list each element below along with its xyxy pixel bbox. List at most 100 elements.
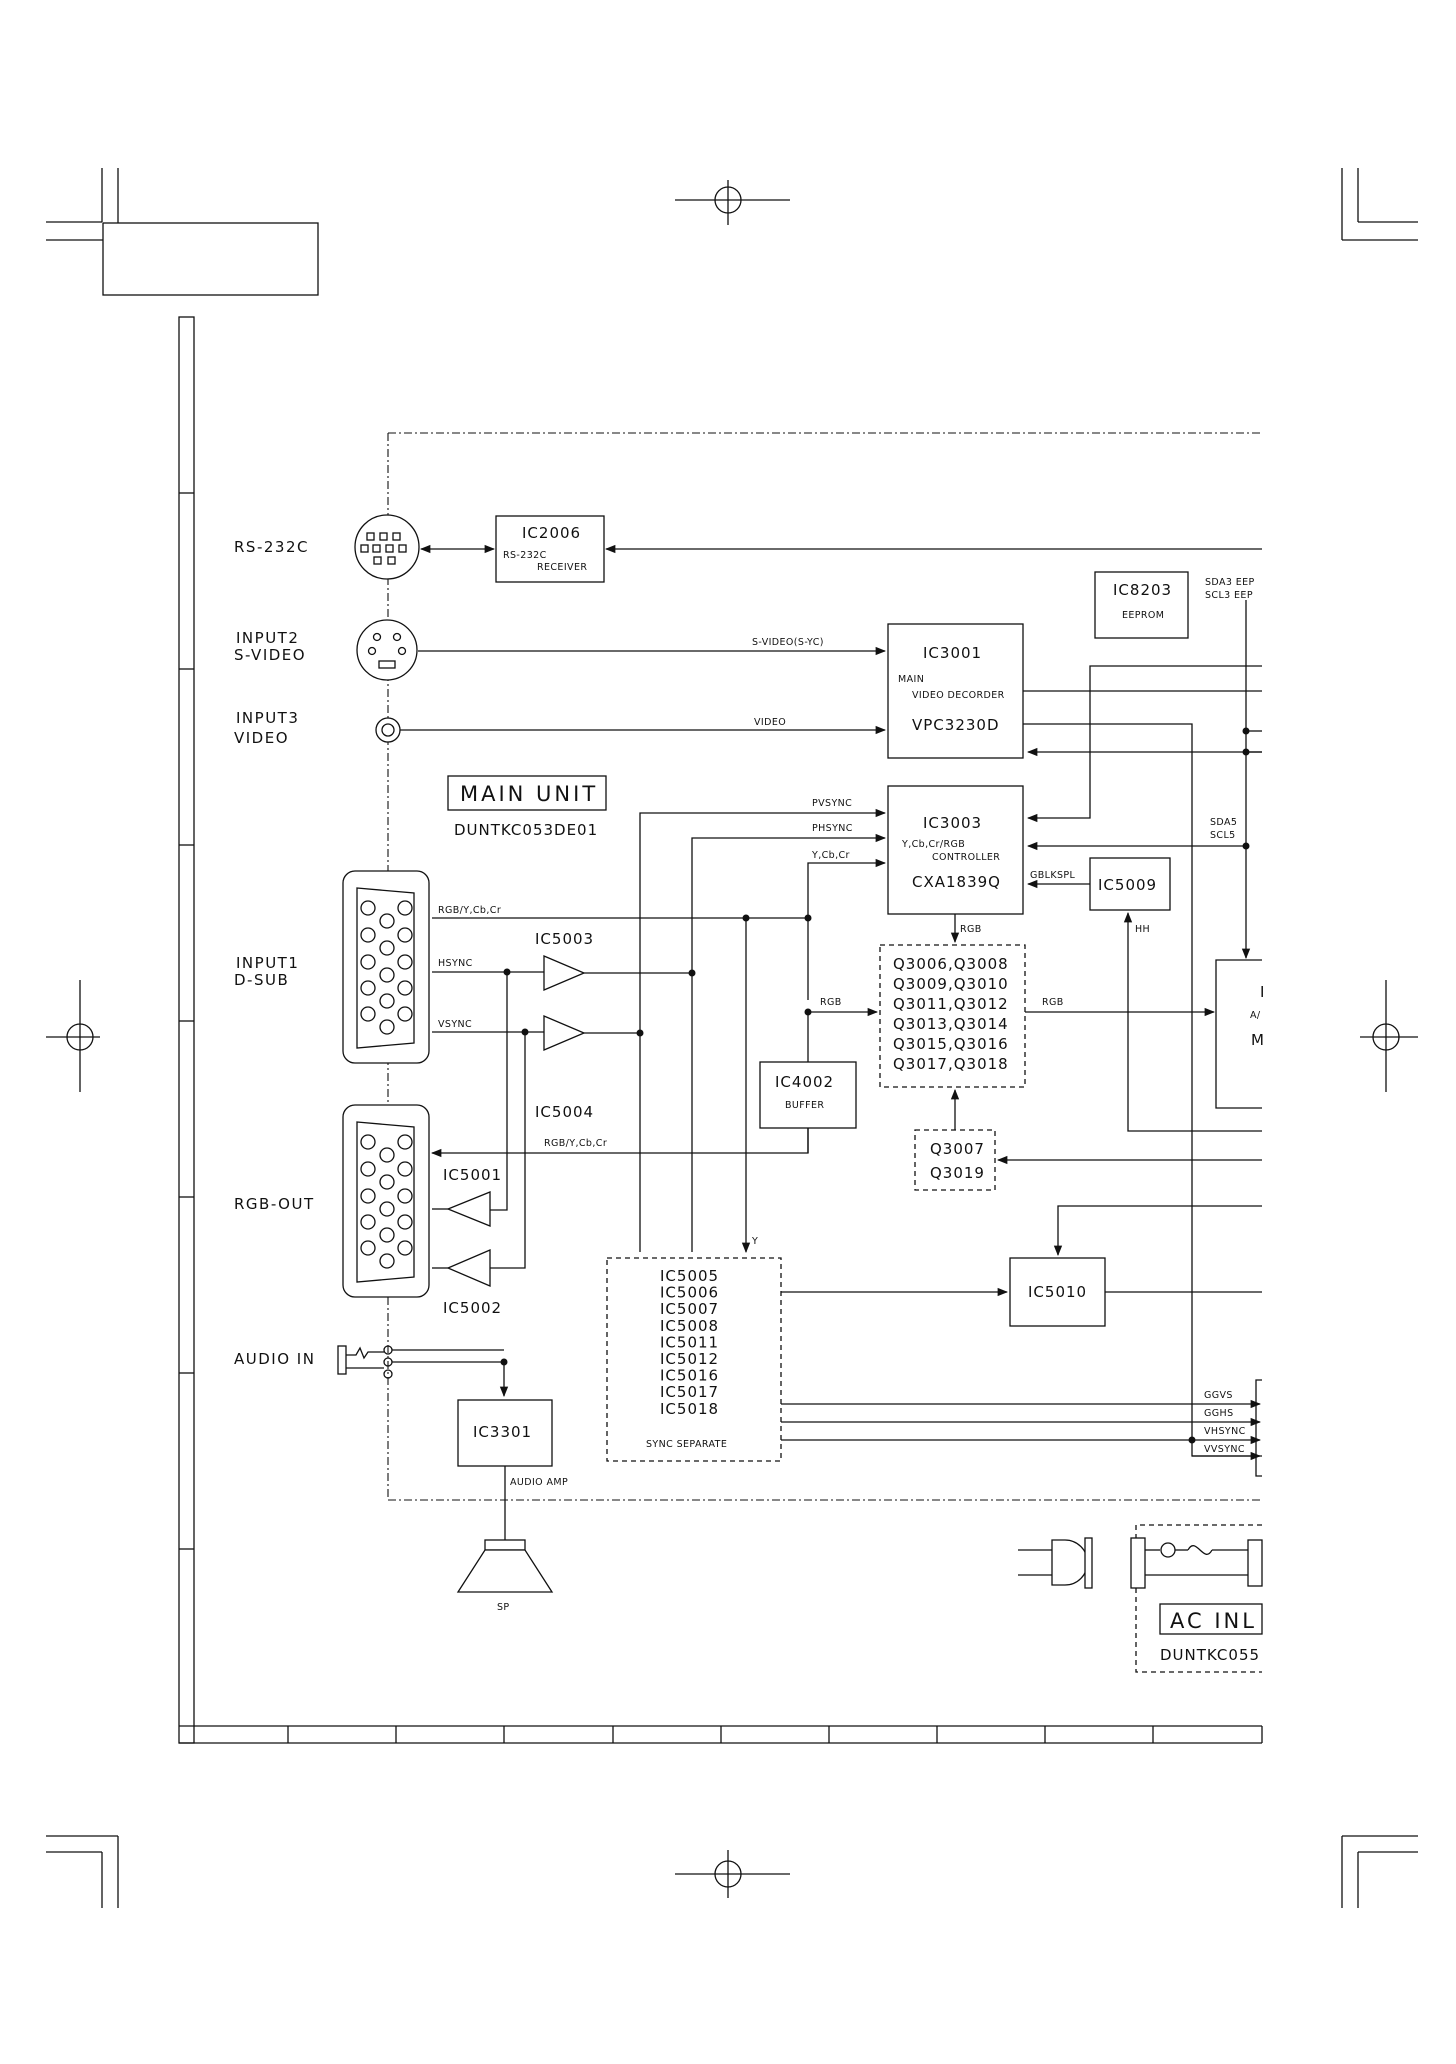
input2-label: INPUT2 — [236, 629, 299, 647]
ac-inlet-title-box — [1159, 1603, 1263, 1635]
q-group-line-0: Q3006,Q3008 — [893, 955, 1009, 973]
sync-group-line-6: IC5016 — [660, 1367, 719, 1385]
scl3-label: SCL3 EEP — [1205, 590, 1253, 601]
phsync-label: PHSYNC — [812, 823, 853, 834]
ic5001-label: IC5001 — [443, 1166, 502, 1184]
rgb-label-1: RGB — [960, 924, 982, 935]
registration-mark-right — [1360, 980, 1418, 1092]
title-box — [102, 222, 319, 296]
audio-jack-icon — [337, 1345, 393, 1379]
q3006-group-block — [879, 944, 1026, 1088]
sync-group-line-8: IC5018 — [660, 1400, 719, 1418]
ic5009-name: IC5009 — [1098, 876, 1157, 894]
ic3001-name: IC3001 — [923, 644, 982, 662]
ic5010-name: IC5010 — [1028, 1283, 1087, 1301]
video-label: VIDEO — [234, 729, 289, 747]
rgb-label-2: RGB — [820, 997, 842, 1008]
q3007-block: Q3007 Q3019 — [914, 1129, 996, 1191]
speaker-icon — [456, 1539, 554, 1593]
partial-right-block: I A/ M — [1215, 959, 1265, 1109]
gghs-label: GGHS — [1204, 1408, 1234, 1419]
sync-group-line-0: IC5005 — [660, 1267, 719, 1285]
ic3001-block: IC3001 MAIN VIDEO DECORDER VPC3230D — [887, 623, 1024, 759]
speaker-label: SP — [497, 1602, 510, 1613]
ic3301-block: IC3301 AUDIO AMP — [457, 1399, 568, 1488]
q-group-line-5: Q3017,Q3018 — [893, 1055, 1009, 1073]
ac-inlet-code: DUNTKC055 — [1160, 1646, 1260, 1664]
registration-mark-bottom — [675, 1850, 790, 1898]
rs232c-label: RS-232C — [234, 538, 309, 556]
partial-block-line1: A/ — [1250, 1010, 1261, 1021]
ic3003-part: CXA1839Q — [912, 873, 1001, 891]
q3007-line1: Q3007 — [930, 1140, 985, 1158]
main-unit-code: DUNTKC053DE01 — [454, 821, 598, 839]
video-rca-connector-icon — [375, 717, 401, 743]
q-group-line-1: Q3009,Q3010 — [893, 975, 1009, 993]
ac-plug-icon — [1018, 1537, 1093, 1589]
vhsync-label: VHSYNC — [1204, 1426, 1246, 1437]
sync-separate-block: SYNC SEPARATE — [606, 1257, 782, 1462]
registration-mark-top — [675, 180, 790, 225]
ic2006-line2: RECEIVER — [537, 562, 587, 573]
ic2006-name: IC2006 — [522, 524, 581, 542]
y-label: Y — [751, 1236, 758, 1247]
d-sub-label: D-SUB — [234, 971, 289, 989]
sync-group-line-7: IC5017 — [660, 1383, 719, 1401]
ic3301-name: IC3301 — [473, 1423, 532, 1441]
ic4002-name: IC4002 — [775, 1073, 834, 1091]
ic8203-line1: EEPROM — [1122, 610, 1164, 621]
ic2006-line1: RS-232C — [503, 550, 547, 561]
vsync-label: VSYNC — [438, 1019, 472, 1030]
sync-group-line-1: IC5006 — [660, 1284, 719, 1302]
ggvs-label: GGVS — [1204, 1390, 1233, 1401]
audio-in-label: AUDIO IN — [234, 1350, 315, 1368]
main-unit-title-box — [447, 775, 607, 811]
ic3001-part: VPC3230D — [912, 716, 1000, 734]
q-group-line-2: Q3011,Q3012 — [893, 995, 1009, 1013]
hh-label: HH — [1135, 924, 1150, 935]
sda3-label: SDA3 EEP — [1205, 577, 1255, 588]
input3-label: INPUT3 — [236, 709, 299, 727]
ic3003-line1: Y,Cb,Cr/RGB — [901, 839, 965, 850]
crop-marks — [46, 168, 1418, 1908]
hsync-label: HSYNC — [438, 958, 473, 969]
sync-group-line-4: IC5011 — [660, 1333, 719, 1351]
partial-block-line2: M — [1251, 1031, 1265, 1049]
ic2006-block: IC2006 RS-232C RECEIVER — [495, 515, 605, 583]
ycbcr-label: Y,Cb,Cr — [811, 850, 850, 861]
s-video-label: S-VIDEO — [234, 646, 306, 664]
partial-block-name: I — [1260, 983, 1265, 1001]
ic8203-name: IC8203 — [1113, 581, 1172, 599]
ac-inlet-unit — [1130, 1524, 1263, 1673]
ic3001-line2: VIDEO DECORDER — [912, 690, 1005, 701]
rs232c-connector-icon — [354, 514, 420, 580]
sync-separate-label: SYNC SEPARATE — [646, 1439, 727, 1450]
ic5009-block: IC5009 — [1089, 857, 1171, 911]
ic3301-line1: AUDIO AMP — [510, 1477, 568, 1488]
video-signal-label: VIDEO — [754, 717, 786, 728]
registration-mark-left — [46, 980, 100, 1092]
rgb-out-label: RGB-OUT — [234, 1195, 315, 1213]
sync-group-lines: IC5005IC5006IC5007IC5008IC5011IC5012IC50… — [660, 1267, 719, 1418]
ic5004-label: IC5004 — [535, 1103, 594, 1121]
sync-group-line-2: IC5007 — [660, 1300, 719, 1318]
q-group-line-4: Q3015,Q3016 — [893, 1035, 1009, 1053]
q-group-line-3: Q3013,Q3014 — [893, 1015, 1009, 1033]
sheet-frame — [178, 316, 1263, 1744]
vvsync-label: VVSYNC — [1204, 1444, 1245, 1455]
rgb-label-3: RGB — [1042, 997, 1064, 1008]
ic3003-line2: CONTROLLER — [932, 852, 1000, 863]
q-group-lines: Q3006,Q3008Q3009,Q3010Q3011,Q3012Q3013,Q… — [893, 955, 1009, 1073]
s-video-connector-icon — [356, 619, 418, 681]
ac-inlet-title: AC INL — [1170, 1609, 1257, 1633]
ic5002-label: IC5002 — [443, 1299, 502, 1317]
q3007-line2: Q3019 — [930, 1164, 985, 1182]
rgb-out-connector-icon — [342, 1104, 430, 1298]
s-video-signal-label: S-VIDEO(S-YC) — [752, 637, 824, 648]
sync-group-line-3: IC5008 — [660, 1317, 719, 1335]
ic8203-block: IC8203 EEPROM — [1094, 571, 1189, 639]
d-sub-connector-icon — [342, 870, 430, 1064]
ic3001-line1: MAIN — [898, 674, 924, 685]
gblkspl-label: GBLKSPL — [1030, 870, 1076, 881]
ic4002-line1: BUFFER — [785, 1100, 824, 1111]
